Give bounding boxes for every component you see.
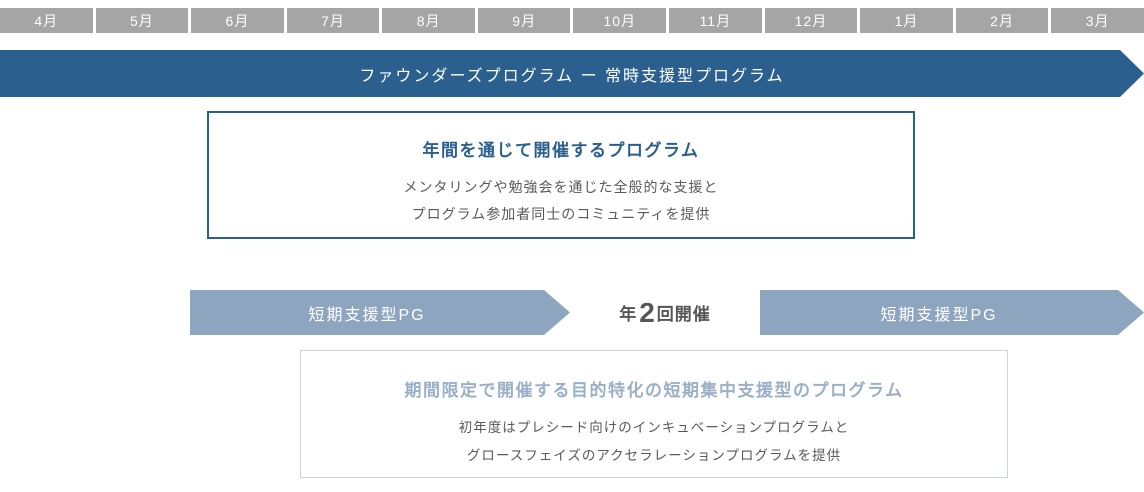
short-term-program-arrow-first-label: 短期支援型PG — [308, 306, 426, 324]
annual-program-desc-line2: プログラム参加者同士のコミュニティを提供 — [411, 206, 711, 222]
month-cell-april: 4月 — [0, 8, 93, 33]
annual-program-box: 年間を通じて開催するプログラム メンタリングや勉強会を通じた全般的な支援と プロ… — [207, 111, 915, 239]
month-cell-june: 6月 — [191, 8, 284, 33]
frequency-suffix: 回開催 — [656, 305, 711, 324]
month-cell-august: 8月 — [382, 8, 475, 33]
frequency-prefix: 年 — [619, 305, 638, 324]
month-cell-may: 5月 — [95, 8, 189, 33]
month-cell-december: 12月 — [764, 8, 858, 33]
month-cell-february: 2月 — [955, 8, 1049, 33]
annual-program-description: メンタリングや勉強会を通じた全般的な支援と プログラム参加者同士のコミュニティを… — [209, 174, 913, 228]
month-cell-november: 11月 — [669, 8, 762, 33]
month-header-row: 4月 5月 6月 7月 8月 9月 10月 11月 12月 1月 2月 3月 — [0, 8, 1144, 33]
founders-program-banner-arrow: ファウンダーズプログラム ー 常時支援型プログラム — [0, 50, 1144, 97]
short-term-program-title: 期間限定で開催する目的特化の短期集中支援型のプログラム — [404, 381, 904, 400]
short-term-program-description: 初年度はプレシード向けのインキュベーションプログラムと グロースフェイズのアクセ… — [301, 414, 1007, 470]
short-term-program-desc-line2: グロースフェイズのアクセラレーションプログラムを提供 — [466, 448, 842, 463]
month-cell-january: 1月 — [860, 8, 953, 33]
month-cell-october: 10月 — [573, 8, 667, 33]
annual-program-desc-line1: メンタリングや勉強会を通じた全般的な支援と — [403, 179, 719, 195]
month-cell-july: 7月 — [286, 8, 380, 33]
annual-program-title: 年間を通じて開催するプログラム — [422, 141, 700, 160]
frequency-label: 年 2 回開催 — [570, 290, 760, 335]
short-term-program-arrow-second: 短期支援型PG — [760, 290, 1144, 335]
frequency-number: 2 — [639, 296, 655, 328]
month-cell-march: 3月 — [1051, 8, 1144, 33]
short-term-program-arrow-second-label: 短期支援型PG — [880, 306, 998, 324]
short-term-program-box: 期間限定で開催する目的特化の短期集中支援型のプログラム 初年度はプレシード向けの… — [300, 350, 1008, 478]
founders-program-banner-label: ファウンダーズプログラム ー 常時支援型プログラム — [359, 67, 785, 85]
short-term-program-desc-line1: 初年度はプレシード向けのインキュベーションプログラムと — [458, 420, 850, 435]
month-cell-september: 9月 — [477, 8, 571, 33]
short-term-program-arrow-first: 短期支援型PG — [190, 290, 570, 335]
